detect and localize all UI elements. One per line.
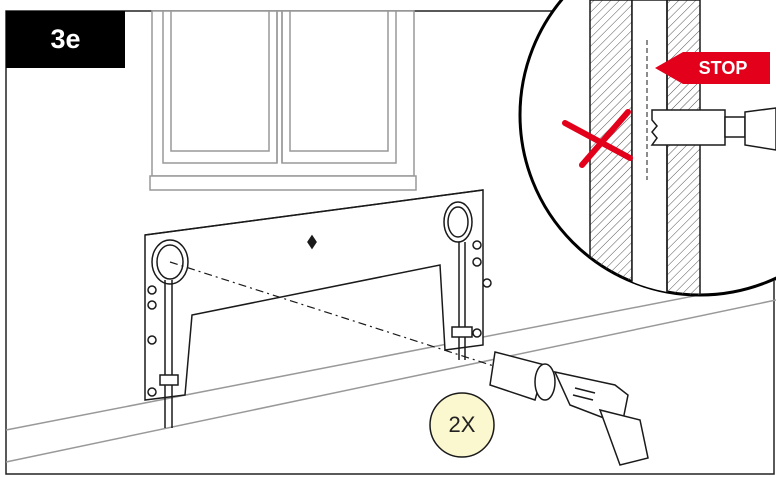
stop-arrow-icon: [655, 52, 770, 84]
count-bubble: [429, 392, 495, 458]
detail-callout: [518, 0, 776, 297]
stop-label: STOP: [698, 58, 748, 78]
mounting-bracket-icon: [144, 189, 492, 428]
drill-guide-line: [169, 261, 501, 369]
forbidden-cross-icon: [562, 109, 633, 168]
drill-count-label: 2X: [448, 412, 476, 437]
window-icon: [149, 10, 417, 191]
wall-ground-lines: [5, 279, 776, 463]
step-badge: 3e: [6, 11, 125, 68]
hole-saw-drill-icon: [489, 351, 649, 466]
